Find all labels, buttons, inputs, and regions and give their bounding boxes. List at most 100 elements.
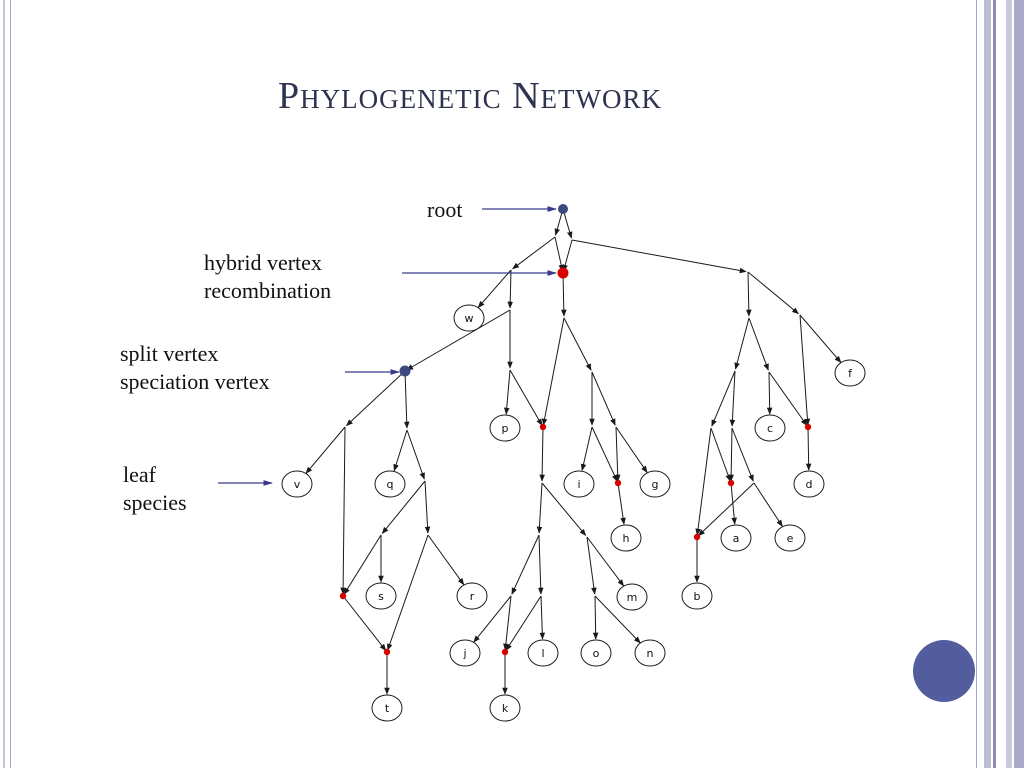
edge-L2-H8 [505, 595, 542, 651]
edge-X-w [477, 269, 512, 308]
edge-B-Y [571, 239, 747, 274]
edge-Qj-Uj [424, 480, 431, 534]
edge-Mj-O2 [586, 536, 597, 595]
leaf-label-s: s [378, 590, 384, 603]
leaf-label-t: t [385, 702, 390, 715]
edge-H4-d [805, 426, 812, 471]
edge-Z2-Z3 [731, 427, 754, 482]
edge-R1-R3 [591, 371, 616, 426]
edge-Zj-H5 [343, 534, 382, 595]
edge-SL-v [305, 426, 346, 474]
hybrid-label-line1: hybrid vertex [204, 250, 322, 275]
leaf-label-a: a [733, 532, 740, 545]
leaf-label-d: d [806, 478, 813, 491]
leaf-node-c: c [754, 414, 786, 442]
edge-Z1-H10 [710, 427, 731, 482]
edge-A-H1 [554, 236, 564, 272]
edge-L2-l [539, 595, 546, 640]
leaf-node-t: t [371, 694, 403, 722]
edge-Z3-e [753, 482, 783, 527]
leaf-label-h: h [623, 532, 630, 545]
edge-Sv-SL [345, 370, 406, 427]
hybrid-label-line2: recombination [204, 278, 331, 303]
edge-Y4-c [766, 371, 773, 415]
leaf-node-k: k [489, 694, 521, 722]
leaf-label-g: g [652, 478, 659, 491]
hybrid-vertex-H8 [501, 648, 509, 656]
leaf-node-q: q [374, 470, 406, 498]
edge-Y2-f [799, 314, 842, 363]
leaf-label-line1: leaf [123, 462, 157, 487]
edge-Y1-Y3 [734, 317, 750, 370]
leaf-node-i: i [563, 470, 595, 498]
edge-H10-a [730, 482, 737, 525]
edge-Z3-H9 [697, 482, 755, 537]
edge-H3-h [617, 482, 626, 525]
left-frame-border [0, 0, 11, 768]
leaf-node-b: b [681, 582, 713, 610]
leaf-label-line2: species [123, 490, 187, 515]
leaf-node-r: r [456, 582, 488, 610]
leaf-label-f: f [848, 367, 853, 380]
leaf-node-l: l [527, 639, 559, 667]
split-label-line2: speciation vertex [120, 369, 270, 394]
leaf-label-c: c [767, 422, 773, 435]
edge-H1-T1 [561, 272, 567, 317]
leaf-node-n: n [634, 639, 666, 667]
edge-Y1-Y4 [748, 317, 769, 371]
leaf-node-e: e [774, 524, 806, 552]
edge-Y3-Z2 [729, 370, 736, 427]
edge-H5-H6 [342, 595, 387, 651]
leaf-node-w: w [453, 304, 485, 332]
leaf-label-m: m [627, 591, 638, 604]
internal-vertices [339, 204, 812, 656]
leaf-label-q: q [387, 478, 394, 491]
edge-Y-Y1 [746, 271, 752, 317]
edge-Sv-SR [403, 370, 410, 429]
edge-R2-i [580, 426, 593, 472]
leaf-label-p: p [502, 422, 509, 435]
edge-SR-q [393, 429, 408, 472]
leaf-node-j: j [449, 639, 481, 667]
edge-Qj-Zj [381, 480, 426, 534]
leaf-label-v: v [294, 478, 301, 491]
edge-Uj-r [427, 534, 465, 586]
edge-Wj-Sv [406, 309, 511, 371]
edge-Y3-Z1 [711, 370, 736, 427]
root-label: root [427, 197, 462, 222]
hybrid-vertex-H5 [339, 592, 347, 600]
edge-SL-H5 [340, 426, 346, 595]
hybrid-vertex-H2 [539, 423, 547, 431]
leaf-node-p: p [489, 414, 521, 442]
edge-Y4-H4 [768, 371, 808, 426]
hybrid-vertex-H4 [804, 423, 812, 431]
leaf-label-i: i [577, 478, 580, 491]
split-vertex [399, 365, 411, 377]
hybrid-vertex-H1 [557, 267, 569, 279]
split-label-line1: split vertex [120, 341, 218, 366]
edge-Y-Y2 [747, 271, 799, 315]
leaf-node-d: d [793, 470, 825, 498]
network-edges [305, 208, 842, 695]
edge-Jj-L2 [537, 534, 544, 595]
leaf-node-h: h [610, 524, 642, 552]
edge-root-B [562, 208, 573, 239]
annotation-arrows [218, 206, 557, 486]
hybrid-vertex-H10 [727, 479, 735, 487]
leaf-node-m: m [616, 583, 648, 611]
edge-SR-Qj [406, 429, 425, 480]
slide-decoration-circle [913, 640, 975, 702]
leaf-label-w: w [465, 312, 474, 325]
edge-O2-o [592, 595, 599, 640]
leaf-node-f: f [834, 359, 866, 387]
edge-A-X [512, 236, 556, 270]
edge-Y2-H4 [799, 314, 811, 426]
leaf-label-r: r [470, 590, 475, 603]
leaf-label-j: j [462, 647, 466, 660]
edge-Pj-H2 [509, 369, 543, 426]
hybrid-vertex-H3 [614, 479, 622, 487]
edge-Pj-p [503, 369, 511, 415]
edge-Z2-H10 [728, 427, 734, 482]
leaf-node-s: s [365, 582, 397, 610]
